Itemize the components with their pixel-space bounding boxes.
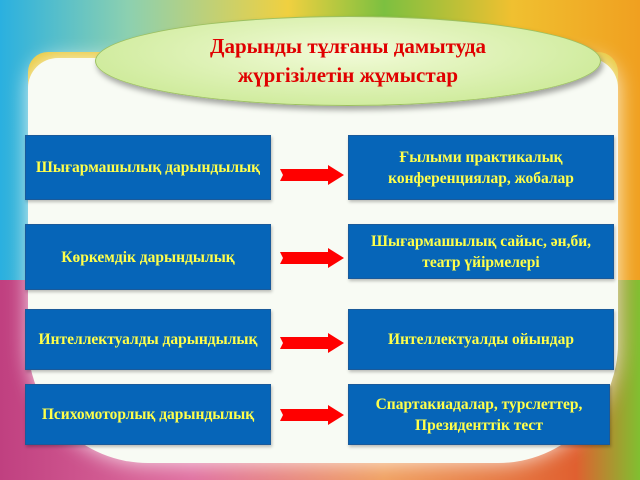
slide-title: Дарынды тұлғаны дамытуда жүргізілетін жұ…: [210, 32, 486, 90]
activity-box: Ғылыми практикалық конференциялар, жобал…: [348, 135, 614, 200]
arrow-right-icon: [280, 405, 344, 425]
title-line-2: жүргізілетін жұмыстар: [237, 63, 459, 87]
activity-box: Спартакиадалар, турслеттер, Президенттік…: [348, 384, 610, 445]
talent-type-box: Психомоторлық дарындылық: [25, 384, 271, 445]
talent-type-box: Шығармашылық дарындылық: [25, 135, 271, 200]
title-line-1: Дарынды тұлғаны дамытуда: [210, 34, 486, 58]
activity-box: Шығармашылық сайыс, ән,би, театр үйірмел…: [348, 224, 614, 279]
title-ellipse: Дарынды тұлғаны дамытуда жүргізілетін жұ…: [95, 16, 601, 106]
activity-box: Интеллектуалды ойындар: [348, 309, 614, 370]
arrow-right-icon: [280, 165, 344, 185]
talent-type-box: Көркемдік дарындылық: [25, 224, 271, 290]
talent-type-box: Интеллектуалды дарындылық: [25, 309, 271, 370]
arrow-right-icon: [280, 248, 344, 268]
arrow-right-icon: [280, 333, 344, 353]
